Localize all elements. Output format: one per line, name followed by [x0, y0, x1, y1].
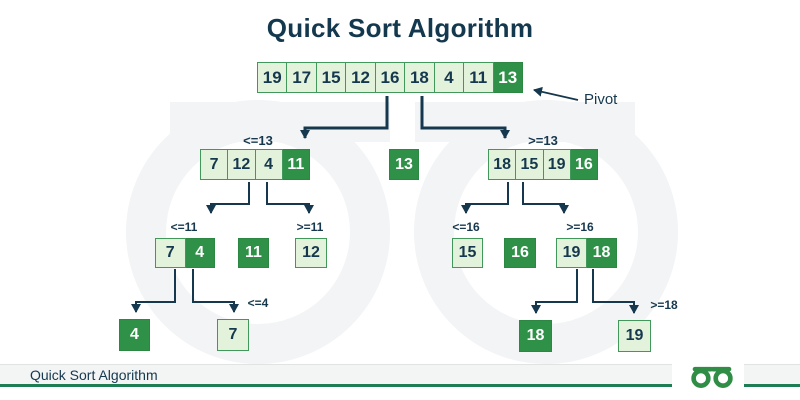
- array-l2-mid: 13: [389, 149, 419, 180]
- pivot-arrow: [533, 86, 579, 101]
- connector-l2left-right: [266, 182, 314, 214]
- array-l3-b: 11: [238, 238, 269, 268]
- connector-l3left-left: [131, 269, 176, 313]
- array-cell: 7: [155, 238, 186, 268]
- array-cell: 16: [375, 62, 406, 93]
- partition-label: <=16: [452, 220, 480, 234]
- array-root: 19 17 15 12 16 18 4 11 13: [257, 62, 523, 93]
- array-cell: 7: [217, 319, 249, 351]
- array-cell-pivot: 13: [493, 62, 523, 93]
- array-cell: 19: [543, 149, 571, 180]
- array-cell: 12: [346, 62, 376, 93]
- array-cell: 4: [255, 149, 283, 180]
- array-cell: 18: [488, 149, 517, 180]
- array-l4-a: 4: [119, 319, 150, 351]
- connector-root-right: [420, 96, 510, 139]
- array-l3-d: 15: [452, 238, 483, 268]
- connector-l2left-left: [206, 182, 250, 214]
- array-cell-pivot: 18: [519, 320, 552, 352]
- footer-caption: Quick Sort Algorithm: [30, 367, 158, 383]
- connector-l3right-right: [592, 269, 639, 314]
- connector-l3right-left: [531, 269, 578, 314]
- array-cell-pivot: 4: [119, 319, 150, 351]
- array-cell: 12: [228, 149, 256, 180]
- array-cell-pivot: 13: [389, 149, 419, 180]
- partition-label: >=18: [650, 298, 678, 312]
- array-cell-pivot: 11: [238, 238, 269, 268]
- array-cell: 15: [316, 62, 347, 93]
- array-cell: 7: [200, 149, 229, 180]
- array-cell: 18: [405, 62, 435, 93]
- connector-l2right-right: [522, 182, 569, 214]
- array-cell: 19: [556, 238, 587, 268]
- footer-bar-left: [0, 364, 672, 387]
- array-cell-pivot: 18: [587, 238, 617, 268]
- array-l4-d: 19: [618, 320, 651, 352]
- footer-bar-right: [744, 364, 800, 387]
- array-cell-pivot: 16: [504, 238, 536, 268]
- array-l3-e: 16: [504, 238, 536, 268]
- array-cell: 11: [464, 62, 494, 93]
- array-l3-c: 12: [295, 238, 327, 268]
- partition-label: >=16: [566, 220, 594, 234]
- array-cell: 4: [434, 62, 465, 93]
- array-cell: 12: [295, 238, 327, 268]
- geeksforgeeks-logo-icon: [691, 366, 733, 388]
- array-l4-b: 7: [217, 319, 249, 351]
- partition-label: >=13: [528, 133, 558, 148]
- array-cell-pivot: 11: [282, 149, 310, 180]
- pivot-annotation: Pivot: [584, 91, 618, 108]
- array-l3-f: 19 18: [556, 238, 617, 268]
- partition-label: <=4: [247, 296, 269, 310]
- connector-root-left: [300, 96, 389, 139]
- array-cell: 19: [618, 320, 651, 352]
- connector-l2right-left: [461, 182, 509, 214]
- array-cell-pivot: 16: [570, 149, 598, 180]
- array-l2-right: 18 15 19 16: [488, 149, 598, 180]
- array-cell-pivot: 4: [185, 238, 215, 268]
- array-l2-left: 7 12 4 11: [200, 149, 310, 180]
- array-cell: 15: [452, 238, 483, 268]
- array-cell: 19: [257, 62, 288, 93]
- partition-label: <=13: [243, 133, 273, 148]
- array-cell: 17: [287, 62, 317, 93]
- array-l4-c: 18: [519, 320, 552, 352]
- page-title: Quick Sort Algorithm: [266, 13, 534, 43]
- array-cell: 15: [516, 149, 544, 180]
- array-l3-a: 7 4: [155, 238, 215, 268]
- partition-label: >=11: [296, 220, 324, 234]
- partition-label: <=11: [170, 220, 198, 234]
- connector-l3left-right: [192, 269, 239, 313]
